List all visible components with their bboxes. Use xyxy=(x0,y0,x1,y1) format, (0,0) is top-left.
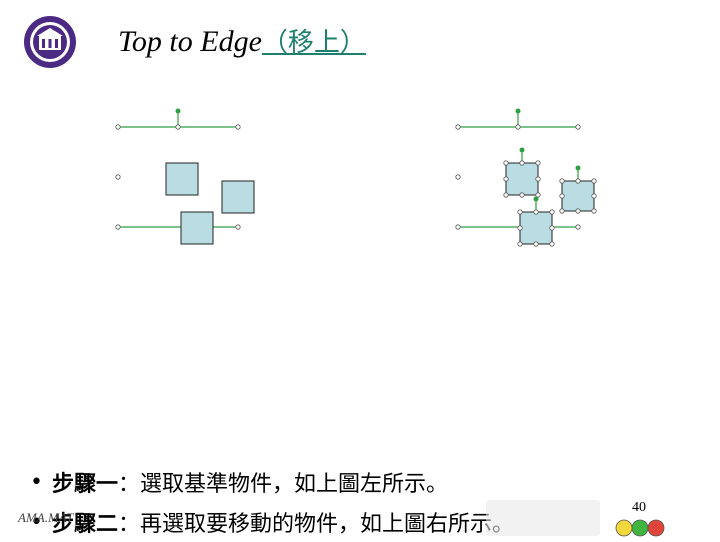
bullet-icon: • xyxy=(30,469,43,495)
step-text: ：再選取要移動的物件，如上圖右所示。 xyxy=(118,512,515,537)
shape-box xyxy=(180,211,214,245)
nav-overlay xyxy=(486,500,600,536)
shape-box xyxy=(221,180,255,214)
handle-icon xyxy=(515,124,521,130)
page-title: Top to Edge（移上） xyxy=(118,22,366,59)
rotate-handle-icon xyxy=(575,165,581,171)
list-item: • 步驟二 ：再選取要移動的物件，如上圖右所示。 xyxy=(30,502,514,542)
handle-icon xyxy=(455,224,461,230)
instruction-list: • 步驟一 ：選取基準物件，如上圖左所示。 • 步驟二 ：再選取要移動的物件，如… xyxy=(30,462,514,542)
handle-icon xyxy=(175,124,181,130)
handle-icon xyxy=(455,174,461,180)
university-logo-icon xyxy=(22,14,78,70)
selected-shape-box xyxy=(505,162,539,196)
figure-before-align xyxy=(110,100,310,260)
step-text: ：選取基準物件，如上圖左所示。 xyxy=(118,472,449,497)
list-item: • 步驟一 ：選取基準物件，如上圖左所示。 xyxy=(30,462,514,502)
nav-green-button xyxy=(631,519,649,537)
rotate-handle-icon xyxy=(175,108,181,114)
nav-red-button xyxy=(647,519,665,537)
selected-shape-box xyxy=(561,180,595,212)
rotate-handle-icon xyxy=(519,147,525,153)
handle-icon xyxy=(115,174,121,180)
title-english: Top to Edge xyxy=(118,25,262,58)
handle-icon xyxy=(575,124,581,130)
traffic-light-nav-icon[interactable] xyxy=(614,518,710,538)
handle-icon xyxy=(575,224,581,230)
page-number: 40 xyxy=(632,500,646,515)
footer-author: AMA.MAT xyxy=(18,510,74,525)
handle-icon xyxy=(235,124,241,130)
shape-box xyxy=(165,162,199,196)
handle-icon xyxy=(115,124,121,130)
rotate-handle-icon xyxy=(533,196,539,202)
step-label: 步驟一 xyxy=(52,471,119,497)
handle-icon xyxy=(235,224,241,230)
step-label: 步驟二 xyxy=(52,511,119,537)
title-chinese: （移上） xyxy=(261,28,366,58)
handle-icon xyxy=(115,224,121,230)
nav-yellow-button xyxy=(615,519,633,537)
figure-after-select xyxy=(450,100,650,260)
selected-shape-box xyxy=(519,211,553,245)
bullet-icon: • xyxy=(30,509,43,535)
rotate-handle-icon xyxy=(515,108,521,114)
handle-icon xyxy=(455,124,461,130)
